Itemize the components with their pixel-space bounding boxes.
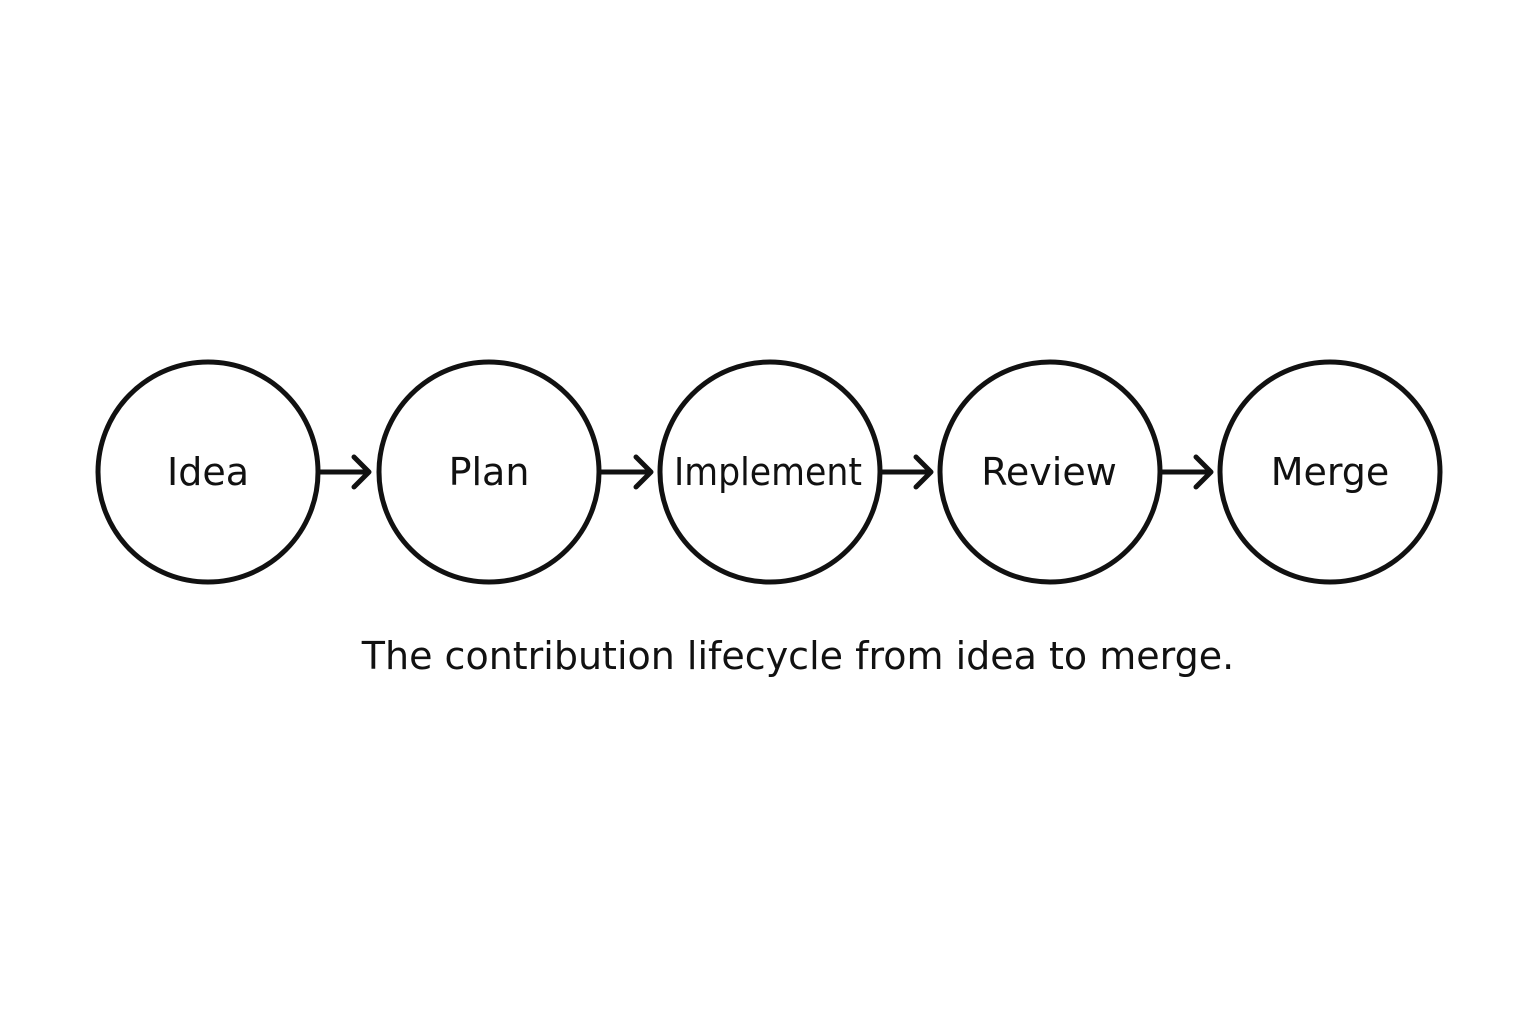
step-node-merge: Merge <box>1217 359 1443 585</box>
arrow-right-icon <box>1157 454 1214 490</box>
arrow-right-icon <box>596 454 654 490</box>
arrow-idea-to-plan <box>315 454 372 490</box>
step-label-idea: Idea <box>167 450 249 494</box>
arrow-implement-to-review <box>877 454 934 490</box>
step-circle <box>1217 359 1443 585</box>
step-label-plan: Plan <box>449 450 530 494</box>
step-node-review: Review <box>937 359 1163 585</box>
arrow-right-icon <box>315 454 372 490</box>
step-node-implement: Implement <box>657 359 883 585</box>
diagram-caption: The contribution lifecycle from idea to … <box>361 634 1235 678</box>
arrow-right-icon <box>877 454 934 490</box>
step-node-idea: Idea <box>95 359 321 585</box>
arrow-plan-to-implement <box>596 454 654 490</box>
step-label-implement: Implement <box>674 450 862 494</box>
step-node-plan: Plan <box>376 359 602 585</box>
arrow-review-to-merge <box>1157 454 1214 490</box>
step-label-review: Review <box>981 450 1117 494</box>
step-label-merge: Merge <box>1271 450 1390 494</box>
